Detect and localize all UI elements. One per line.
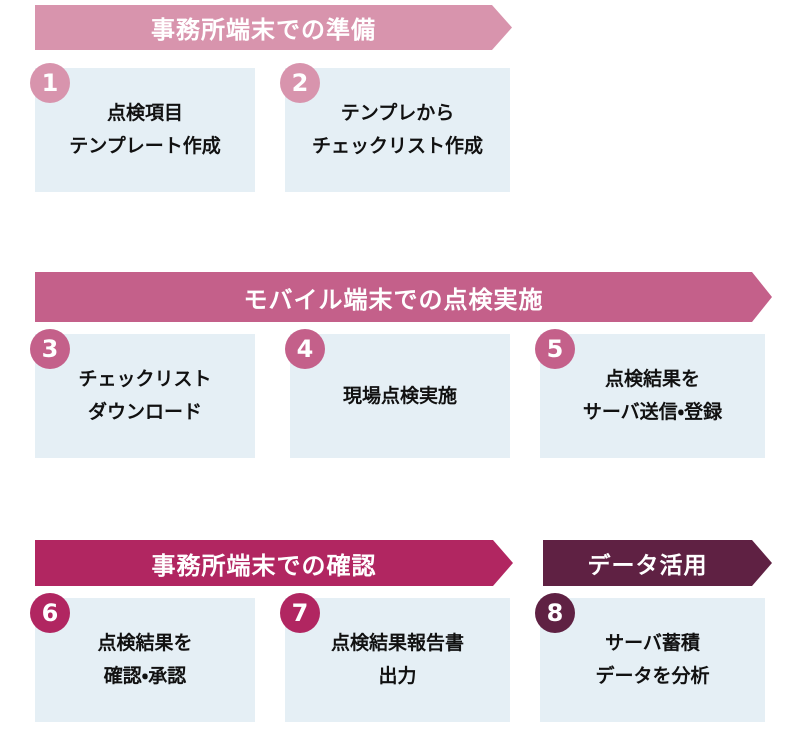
step-box: 6 点検結果を 確認・承認 — [30, 593, 255, 722]
step-label-line2: 出力 — [378, 665, 417, 687]
step-box: 7 点検結果報告書 出力 — [280, 593, 510, 722]
step-number-badge: 2 — [280, 63, 320, 103]
banner-label: モバイル端末での点検実施 — [243, 285, 544, 314]
step-box: 2 テンプレから チェックリスト作成 — [280, 63, 510, 192]
step-box: 8 サーバ蓄積 データを分析 — [535, 593, 765, 722]
step-number-badge: 6 — [30, 593, 70, 633]
step-label-line2: ダウンロード — [87, 401, 202, 423]
banner-label: 事務所端末での準備 — [151, 16, 376, 44]
step-label-line1: 点検結果を — [97, 632, 193, 654]
step-label-line1: 点検結果報告書 — [330, 632, 464, 654]
banner-mobile-inspection: モバイル端末での点検実施 — [35, 272, 772, 322]
step-label-line2: データを分析 — [595, 665, 710, 687]
step-box: 1 点検項目 テンプレート作成 — [30, 63, 255, 192]
step-label-line2: サーバ送信・登録 — [582, 401, 723, 423]
step-label-line1: テンプレから — [340, 102, 455, 124]
banner-office-confirmation: 事務所端末での確認 — [35, 540, 513, 586]
banner-label: 事務所端末での確認 — [151, 551, 377, 580]
step-label-line2: チェックリスト作成 — [311, 135, 483, 157]
step-label-line1: 現場点検実施 — [342, 384, 457, 407]
banner-data-utilization: データ活用 — [543, 540, 772, 586]
step-box: 4 現場点検実施 — [285, 329, 510, 458]
step-number-badge: 3 — [30, 329, 70, 369]
step-number-badge: 4 — [285, 329, 325, 369]
step-label-line1: サーバ蓄積 — [605, 632, 700, 654]
step-label-line1: 点検結果を — [604, 368, 700, 390]
step-box: 3 チェックリスト ダウンロード — [30, 329, 255, 458]
step-label-line2: 確認・承認 — [103, 665, 187, 687]
banner-office-preparation: 事務所端末での準備 — [35, 5, 512, 50]
step-box: 5 点検結果を サーバ送信・登録 — [535, 329, 765, 458]
step-number-badge: 7 — [280, 593, 320, 633]
step-label-line2: テンプレート作成 — [69, 135, 221, 157]
step-number-badge: 8 — [535, 593, 575, 633]
step-label-line1: チェックリスト — [78, 368, 212, 390]
step-label-line1: 点検項目 — [106, 102, 183, 124]
step-number-badge: 5 — [535, 329, 575, 369]
step-number-badge: 1 — [30, 63, 70, 103]
banner-label: データ活用 — [587, 553, 708, 579]
